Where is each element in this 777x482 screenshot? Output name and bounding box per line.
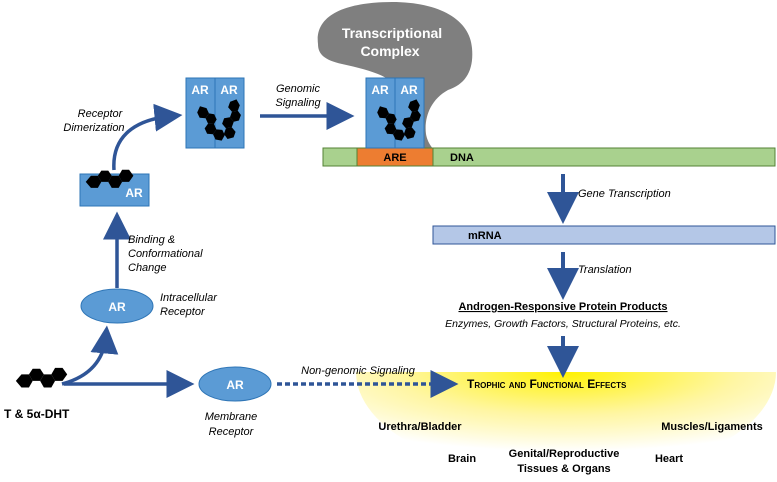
intracellular-label-1: Intracellular bbox=[160, 292, 218, 304]
tissue-genital-1: Genital/Reproductive bbox=[509, 448, 620, 460]
binding-label-3: Change bbox=[128, 262, 167, 274]
hormone-label: T & 5α-DHT bbox=[4, 407, 70, 421]
transcriptional-complex bbox=[317, 2, 473, 150]
effects-region bbox=[356, 372, 776, 478]
membrane-receptor-ar: AR bbox=[226, 378, 244, 392]
translation-label: Translation bbox=[578, 264, 632, 276]
ar-label-bound-left: AR bbox=[371, 83, 389, 97]
hormone-to-intracellular-arrow bbox=[61, 325, 119, 386]
steroid-hormone bbox=[15, 367, 68, 388]
gene-transcription-label: Gene Transcription bbox=[578, 188, 671, 200]
tissue-muscles: Muscles/Ligaments bbox=[661, 421, 762, 433]
ar-label-dimer-left: AR bbox=[191, 83, 209, 97]
intracellular-receptor bbox=[80, 288, 154, 324]
tissue-heart: Heart bbox=[655, 453, 683, 465]
dna-bar bbox=[322, 147, 776, 167]
intracellular-receptor-ar: AR bbox=[108, 300, 126, 314]
binding-label-2: Conformational bbox=[128, 248, 203, 260]
dna-label: DNA bbox=[450, 152, 474, 164]
tissue-genital-2: Tissues & Organs bbox=[517, 463, 610, 475]
membrane-label-1: Membrane bbox=[205, 411, 258, 423]
ar-label-ligand-bound: AR bbox=[125, 186, 143, 200]
mrna-bar bbox=[432, 225, 776, 245]
ar-label-bound-right: AR bbox=[400, 83, 418, 97]
receptor-dimerization-arrow bbox=[112, 103, 183, 171]
intracellular-label-2: Receptor bbox=[160, 306, 206, 318]
membrane-receptor bbox=[198, 366, 272, 402]
receptor-dimerization-label-2: Dimerization bbox=[63, 122, 124, 134]
binding-label-1: Binding & bbox=[128, 234, 175, 246]
mrna-label: mRNA bbox=[468, 230, 502, 242]
genomic-signaling-label-2: Signaling bbox=[275, 97, 321, 109]
tissue-urethra: Urethra/Bladder bbox=[378, 421, 462, 433]
transcriptional-complex-label-2: Complex bbox=[360, 43, 419, 59]
protein-products-label: Androgen-Responsive Protein Products bbox=[458, 301, 667, 313]
membrane-label-2: Receptor bbox=[209, 426, 255, 438]
are-label: ARE bbox=[383, 152, 406, 164]
transcriptional-complex-label-1: Transcriptional bbox=[342, 25, 442, 41]
effects-title: Trophic and Functional Effects bbox=[467, 377, 627, 391]
receptor-dimerization-label-1: Receptor bbox=[78, 108, 124, 120]
genomic-signaling-label-1: Genomic bbox=[276, 83, 321, 95]
tissue-brain: Brain bbox=[448, 453, 476, 465]
ar-label-dimer-right: AR bbox=[220, 83, 238, 97]
protein-examples-label: Enzymes, Growth Factors, Structural Prot… bbox=[445, 318, 681, 330]
non-genomic-label: Non-genomic Signaling bbox=[301, 365, 416, 377]
